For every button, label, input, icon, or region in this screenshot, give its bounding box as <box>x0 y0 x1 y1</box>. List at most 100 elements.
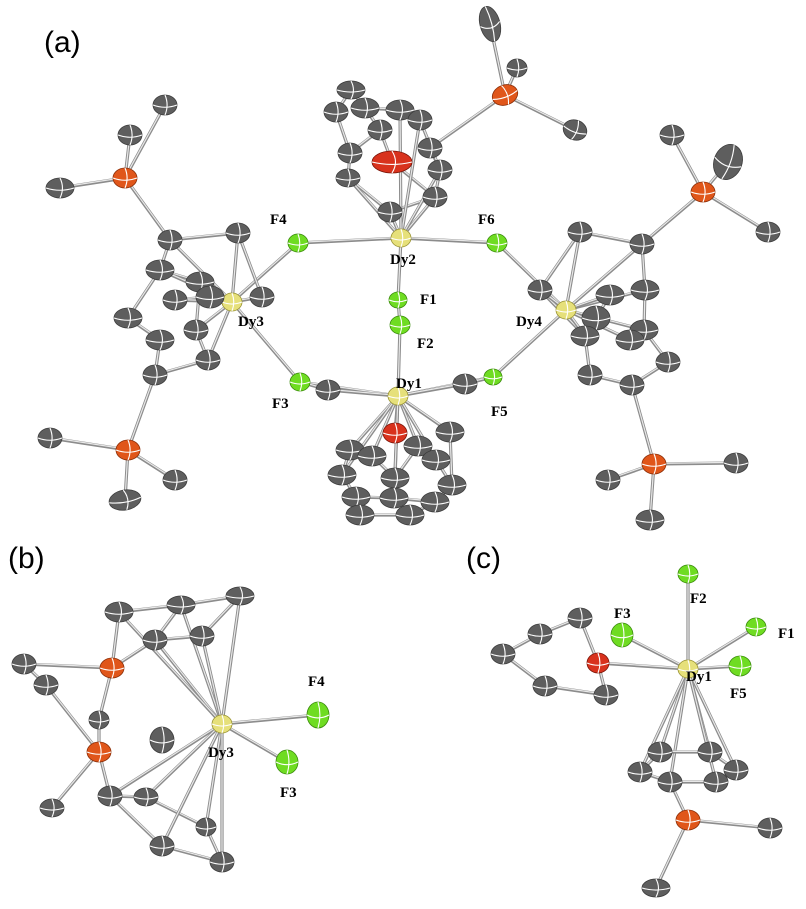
carbon-atom-a_C45 <box>615 329 645 351</box>
atom-label-Dy3-a: Dy3 <box>238 314 264 330</box>
ellipsoid-axis <box>419 109 423 131</box>
bond-highlight-b_Dy3-b_C11 <box>109 722 223 797</box>
ellipsoid-axis <box>544 675 548 697</box>
phosphorus-ellipsoid <box>112 167 138 189</box>
ellipsoid-axis <box>584 325 588 347</box>
fluorine-atom-c_F3 <box>610 622 634 648</box>
carbon-atom-a_C16 <box>152 94 178 116</box>
ellipsoid-axis <box>169 229 173 251</box>
ellipsoid-axis <box>379 497 409 501</box>
ellipsoid-axis <box>180 595 184 615</box>
dysprosium-atom-c_Dy1 <box>677 659 699 679</box>
carbon-atom-a_C54 <box>435 421 465 443</box>
atom-label-F4-a: F4 <box>270 212 287 228</box>
carbon-atom-a_C37 <box>629 233 655 255</box>
ellipsoid-axis <box>757 827 783 831</box>
bond-highlight-c_Dy1-c_C8 <box>687 667 737 771</box>
carbon-atom-a_C30 <box>183 319 209 341</box>
ellipsoid-axis <box>659 741 663 763</box>
ellipsoid-axis <box>237 222 241 244</box>
ellipsoid-axis <box>133 796 159 800</box>
bond-highlight-a_P4-a_C36 <box>702 190 769 232</box>
ellipsoid-axis <box>434 186 438 208</box>
carbon-atom-b_C5 <box>189 625 215 647</box>
ellipsoid-axis <box>641 463 667 467</box>
carbon-ellipsoid <box>225 222 251 244</box>
bond-highlight-a_Dy3-a_C28 <box>207 300 233 360</box>
carbon-atom-a_C39 <box>527 279 553 301</box>
dysprosium-atom-a_Dy1 <box>387 386 409 406</box>
ellipsoid-axis <box>225 232 251 236</box>
dysprosium-atom-a_Dy4 <box>555 300 577 320</box>
bond-highlight-a_Dy2-a_C14 <box>400 168 441 238</box>
carbon-ellipsoid <box>757 817 783 839</box>
carbon-atom-b_C11 <box>97 785 123 807</box>
carbon-atom-a_C32 <box>108 489 142 511</box>
ellipsoid-axis <box>323 111 349 115</box>
ellipsoid-axis <box>86 751 112 755</box>
bond-highlight-a_Dy2-a_F1 <box>397 236 402 300</box>
carbon-atom-a_C46 <box>577 364 603 386</box>
ellipsoid-axis <box>643 319 647 341</box>
ellipsoid-axis <box>394 422 398 444</box>
carbon-atom-a_C23 <box>113 307 143 329</box>
ellipsoid-axis <box>317 701 321 729</box>
carbon-ellipsoid <box>337 142 363 164</box>
ellipsoid-axis <box>205 817 209 837</box>
phosphorus-atom-a_P5 <box>641 453 667 475</box>
ellipsoid-axis <box>382 432 408 436</box>
ellipsoid-axis <box>702 181 706 203</box>
ellipsoid-axis <box>527 633 553 637</box>
ellipsoid-axis <box>609 284 613 306</box>
carbon-ellipsoid <box>162 289 188 311</box>
ellipsoid-axis <box>371 445 375 467</box>
carbon-ellipsoid <box>377 201 403 223</box>
atom-label-F4-b: F4 <box>308 674 325 690</box>
carbon-ellipsoid <box>627 761 653 783</box>
bond-highlight-a_C20-a_C26 <box>237 231 263 297</box>
carbon-ellipsoid <box>327 464 357 486</box>
ellipsoid-axis <box>109 496 141 504</box>
ellipsoid-axis <box>480 21 501 29</box>
ellipsoid-axis <box>59 177 63 199</box>
ellipsoid-axis <box>98 710 102 730</box>
fluorine-atom-a_F1 <box>388 291 408 309</box>
ellipsoid-axis <box>649 509 653 531</box>
ellipsoid-axis <box>367 129 393 133</box>
ellipsoid-axis <box>129 124 133 146</box>
bond-highlight-a_C47-a_P5 <box>631 383 655 464</box>
carbon-atom-c_C7 <box>697 741 723 763</box>
oxygen-ellipsoid <box>382 422 408 444</box>
bond-highlight-a_C38-a_C39 <box>539 230 581 290</box>
ellipsoid-axis <box>145 787 149 807</box>
ellipsoid-axis <box>735 452 739 474</box>
bond-highlight-a_Dy2-a_F4 <box>297 236 402 243</box>
bond-highlight-b_Dy3-b_C4 <box>154 638 223 725</box>
ellipsoid-axis <box>496 233 500 253</box>
carbon-ellipsoid <box>562 119 588 141</box>
carbon-atom-c_C2 <box>527 623 553 645</box>
ellipsoid-axis <box>335 101 339 123</box>
ellipsoid-axis <box>113 317 143 321</box>
ellipsoid-axis <box>595 305 599 331</box>
bond-highlight-a_P3-a_C31 <box>49 436 129 450</box>
carbon-atom-a_C2 <box>562 119 588 141</box>
atom-label-F5-a: F5 <box>491 404 508 420</box>
carbon-ellipsoid <box>335 168 361 188</box>
ellipsoid-axis <box>109 785 113 807</box>
carbon-ellipsoid <box>595 469 621 491</box>
ellipsoid-axis <box>161 726 165 754</box>
ellipsoid-axis <box>345 514 375 518</box>
ellipsoid-axis <box>409 504 413 526</box>
ellipsoid-axis <box>152 104 178 108</box>
fluorine-atom-a_F3 <box>289 372 311 392</box>
carbon-ellipsoid <box>755 221 781 243</box>
ellipsoid-axis <box>122 489 129 511</box>
carbon-ellipsoid <box>379 487 409 509</box>
bond-highlight-a_F2-a_Dy1 <box>397 323 401 396</box>
ellipsoid-axis <box>492 368 496 386</box>
carbon-ellipsoid <box>195 817 217 837</box>
carbon-atom-a_C4 <box>417 137 443 159</box>
ellipsoid-axis <box>335 177 361 181</box>
